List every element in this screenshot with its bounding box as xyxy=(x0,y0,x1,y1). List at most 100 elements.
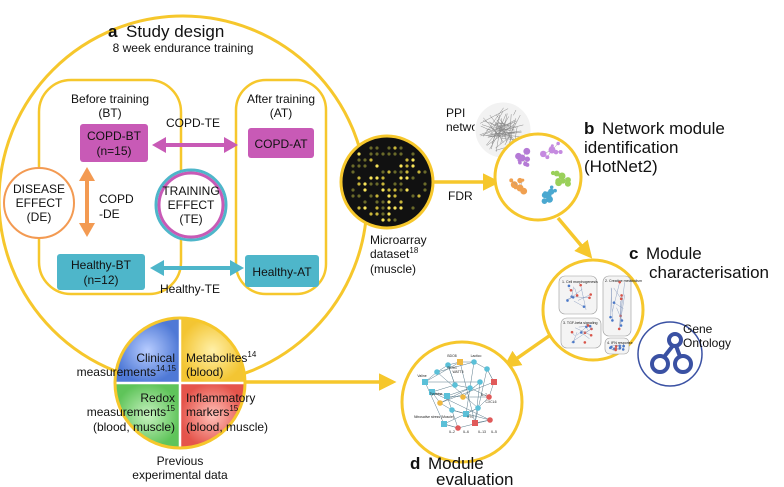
microarray-spot xyxy=(351,170,355,174)
microarray-spot xyxy=(375,206,379,210)
training-effect-circle-outer xyxy=(154,168,228,242)
mini-edge xyxy=(613,287,622,299)
eval-node xyxy=(484,366,490,372)
microarray-spot xyxy=(369,176,373,180)
redox-label-2: measurements15 xyxy=(87,404,176,419)
metabolites-label-1: Metabolites14 xyxy=(186,350,257,365)
mini-node xyxy=(566,299,569,302)
microarray-spot xyxy=(363,200,367,204)
microarray-spot xyxy=(393,182,397,186)
eval-node xyxy=(444,393,450,399)
healthy-te-arrow xyxy=(150,260,244,276)
microarray-citation: 18 xyxy=(409,246,418,255)
module-hub xyxy=(516,184,524,192)
training-effect-line3: (TE) xyxy=(179,212,202,226)
eval-edge xyxy=(469,387,490,398)
microarray-spot xyxy=(381,176,385,180)
clinical-label-2: measurements14,15 xyxy=(77,364,177,379)
eval-node-label: IFN xyxy=(467,415,473,419)
module-thumb-2 xyxy=(602,275,632,337)
microarray-spot xyxy=(357,152,361,156)
clinical-measurements-word: measurements xyxy=(77,365,156,379)
microarray-spot xyxy=(357,158,361,162)
mini-node xyxy=(622,344,625,348)
panel-a-subtitle: 8 week endurance training xyxy=(113,41,254,55)
eval-node xyxy=(491,379,497,385)
mini-node xyxy=(583,341,587,344)
panel-b-line1: Network module xyxy=(602,119,725,138)
mini-edge xyxy=(576,325,589,336)
mini-edge xyxy=(575,327,592,336)
module-node xyxy=(524,156,531,162)
eval-node-label: IL-13 xyxy=(478,430,486,434)
eval-node xyxy=(455,425,461,431)
module-node xyxy=(565,177,571,183)
microarray-spot xyxy=(411,194,415,198)
network-module-graph xyxy=(509,141,571,204)
ppi-edge xyxy=(513,109,517,116)
microarray-spot xyxy=(399,146,403,150)
eval-edge xyxy=(436,361,475,373)
eval-node xyxy=(472,420,478,426)
previous-caption-1: Previous xyxy=(157,454,204,468)
eval-node xyxy=(441,421,447,427)
microarray-spot xyxy=(399,152,403,156)
mini-node xyxy=(617,327,621,331)
microarray-spot xyxy=(411,206,415,210)
healthy-bt-label: Healthy-BT xyxy=(71,258,132,272)
ppi-edge xyxy=(483,120,511,132)
module-node xyxy=(513,185,518,190)
eval-node xyxy=(487,417,493,423)
microarray-spot xyxy=(387,170,391,174)
gene-ontology-label-1: Gene xyxy=(683,322,713,336)
panel-d-line2: evaluation xyxy=(436,470,514,487)
inflammatory-citation: 15 xyxy=(229,404,238,413)
eval-edge xyxy=(439,381,495,404)
eval-node xyxy=(449,407,455,413)
microarray-spot xyxy=(405,164,409,168)
training-effect-line1: TRAINING xyxy=(162,184,219,198)
mini-node xyxy=(575,294,579,297)
network-module-circle xyxy=(493,132,583,222)
microarray-spot xyxy=(369,212,373,216)
module-mini-label-1: 1. Cell morphogenesis xyxy=(562,280,598,284)
inflammatory-label-1: Inflammatory xyxy=(186,391,255,405)
microarray-spot xyxy=(375,212,379,216)
redox-citation: 15 xyxy=(166,404,175,413)
microarray-spot xyxy=(369,194,373,198)
module-node xyxy=(553,170,560,177)
eval-node-label: WATT5 xyxy=(452,370,463,374)
microarray-spot xyxy=(387,188,391,192)
metabolites-word: Metabolites xyxy=(186,351,247,365)
copd-de-label: COPD xyxy=(99,192,134,206)
microarray-spot xyxy=(381,188,385,192)
microarray-spot xyxy=(423,170,427,174)
eval-node xyxy=(477,379,483,385)
eval-edge xyxy=(424,361,461,383)
before-training-abbr: (BT) xyxy=(98,106,121,120)
microarray-spot xyxy=(381,212,385,216)
inflammatory-markers-word: markers xyxy=(186,405,229,419)
module-hub xyxy=(548,146,556,154)
microarray-spot xyxy=(357,206,361,210)
eval-node xyxy=(445,362,451,368)
metabolites-label-2: (blood) xyxy=(186,365,223,379)
eval-node-label: IL-6 xyxy=(463,430,469,434)
mini-edge xyxy=(618,294,625,329)
microarray-spot xyxy=(399,182,403,186)
copd-at-box xyxy=(248,128,314,158)
panel-a-letter: a xyxy=(108,22,118,41)
ppi-edge xyxy=(491,131,498,144)
ppi-edge xyxy=(491,114,501,150)
ppi-edge xyxy=(507,134,510,137)
copd-bt-box xyxy=(80,124,148,162)
module-mini-label-3: 3. TGF-beta signaling xyxy=(563,321,598,325)
mini-node xyxy=(609,315,612,319)
after-training-abbr: (AT) xyxy=(270,106,292,120)
eval-node-label: CXCL6 xyxy=(486,400,497,404)
microarray-spot xyxy=(375,152,379,156)
eval-node xyxy=(471,359,477,365)
microarray-spot xyxy=(357,194,361,198)
